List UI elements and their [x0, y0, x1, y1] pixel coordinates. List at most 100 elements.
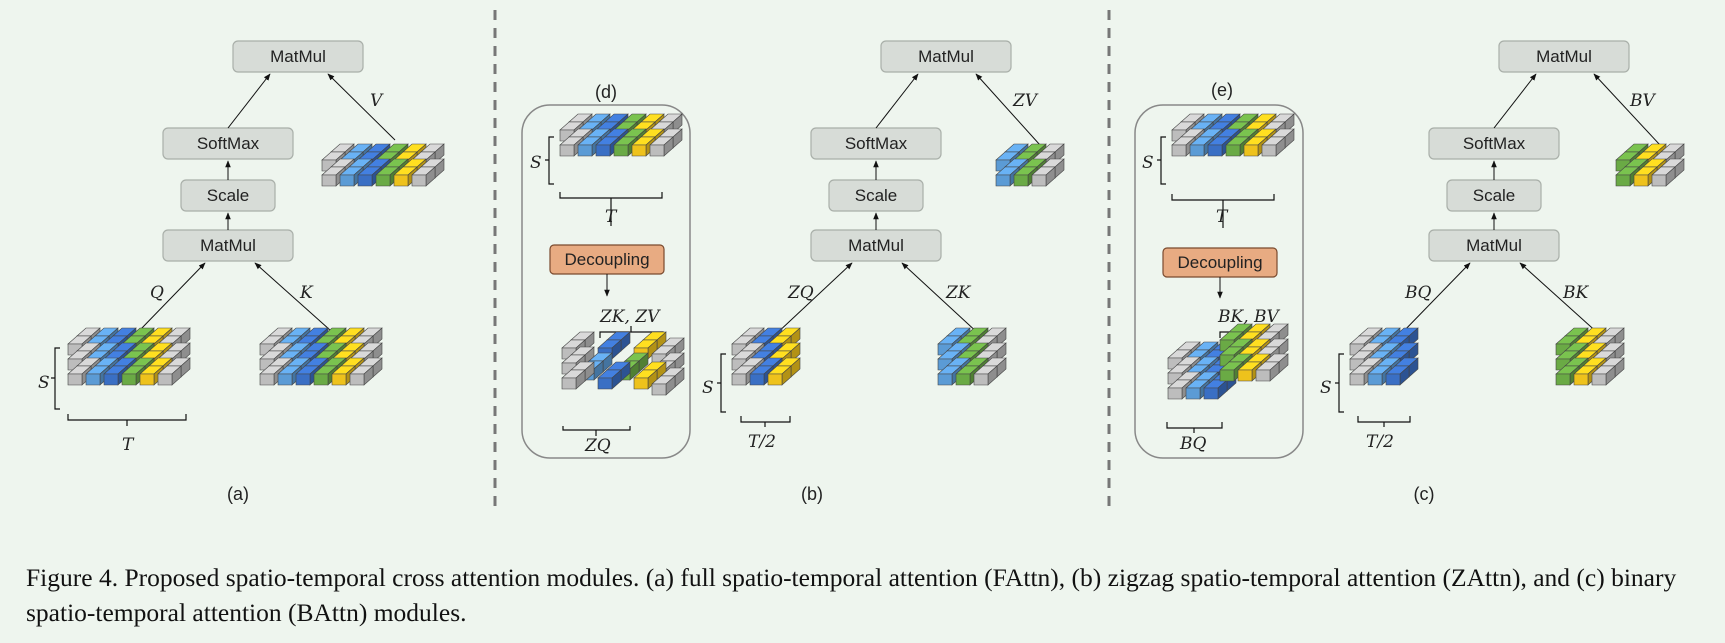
e-binary-kv-tensor [1219, 323, 1289, 382]
b-s-label: S [702, 378, 714, 398]
token-cube [1261, 136, 1286, 157]
e-kv-label: BK, BV [1217, 307, 1280, 327]
token-cube [1367, 365, 1392, 386]
cube-front [349, 373, 365, 386]
b-matmul-bottom-label: MatMul [848, 236, 904, 255]
cube-front [559, 144, 575, 157]
b-matmul-top-box: MatMul [880, 40, 1012, 73]
c-softmax-box: SoftMax [1428, 127, 1560, 160]
token-cube [651, 375, 676, 396]
b-arrow-softmax-to-matmul [875, 73, 919, 129]
c-t-label: T/2 [1366, 432, 1394, 452]
cube-front [561, 377, 577, 390]
panel-e: (e) S T Decoupling BK, BV BQ [1142, 80, 1295, 454]
cube-front [1367, 373, 1383, 386]
cube-front [1385, 373, 1401, 386]
scale-label: Scale [207, 186, 250, 205]
b-v-tensor [995, 143, 1065, 187]
cube-front [577, 144, 593, 157]
e-decoupling-box: Decoupling [1162, 247, 1278, 278]
b-scale-box: Scale [828, 179, 924, 212]
e-decoupling-label: Decoupling [1177, 253, 1262, 272]
cube-front [631, 144, 647, 157]
c-q-tensor [1349, 327, 1419, 386]
cube-front [1225, 144, 1241, 157]
b-arrow-v-to-matmul [975, 73, 1041, 146]
softmax-label: SoftMax [197, 134, 260, 153]
c-scale-box: Scale [1446, 179, 1542, 212]
b-t-bracket [740, 416, 791, 427]
c-k-label: BK [1562, 283, 1589, 303]
cube-front [1185, 387, 1201, 400]
b-v-label: ZV [1012, 91, 1039, 111]
d-q-bracket [562, 426, 631, 436]
token-cube [633, 369, 658, 390]
k-label: K [299, 283, 314, 303]
panel-b: MatMul SoftMax Scale MatMul ZV ZQ ZK S T… [702, 40, 1065, 504]
cube-front [85, 373, 101, 386]
matmul-bottom-label: MatMul [200, 236, 256, 255]
matmul-bottom-box: MatMul [162, 229, 294, 262]
d-zigzag-tensor [561, 331, 685, 396]
cube-front [995, 174, 1011, 187]
c-matmul-bottom-box: MatMul [1428, 229, 1560, 262]
cube-front [313, 373, 329, 386]
cube-front [1031, 174, 1047, 187]
cube-front [1203, 387, 1219, 400]
e-t-bracket [1171, 194, 1275, 228]
panel-c-label: (c) [1414, 484, 1435, 504]
token-cube [321, 166, 346, 187]
b-softmax-label: SoftMax [845, 134, 908, 153]
panel-a: MatMul SoftMax Scale MatMul V Q K S T (a… [38, 40, 445, 504]
cube-front [597, 377, 613, 390]
b-arrow-q-to-matmul [774, 262, 853, 336]
cube-front [411, 174, 427, 187]
token-cube [1203, 379, 1228, 400]
c-arrow-v-to-matmul [1593, 73, 1661, 146]
b-matmul-top-label: MatMul [918, 47, 974, 66]
cube-front [1633, 174, 1649, 187]
cube-front [295, 373, 311, 386]
e-q-bracket [1166, 422, 1223, 433]
arrow-softmax-to-matmul [227, 73, 271, 129]
c-s-label: S [1320, 378, 1332, 398]
cube-front [1255, 369, 1271, 382]
b-q-label: ZQ [787, 283, 814, 303]
token-cube [1255, 361, 1280, 382]
cube-front [1573, 373, 1589, 386]
cube-front [1349, 373, 1365, 386]
d-q-label: ZQ [584, 436, 611, 456]
c-softmax-label: SoftMax [1463, 134, 1526, 153]
d-t-label: T [605, 207, 618, 227]
cube-front [955, 373, 971, 386]
panel-b-label: (b) [801, 484, 823, 504]
cube-front [67, 373, 83, 386]
token-cube [85, 365, 110, 386]
cube-front [937, 373, 953, 386]
panel-e-frame [1134, 104, 1304, 459]
e-t-label: T [1216, 207, 1229, 227]
b-softmax-box: SoftMax [810, 127, 942, 160]
panel-c: MatMul SoftMax Scale MatMul BV BQ BK S T… [1320, 40, 1685, 504]
b-arrow-k-to-matmul [901, 262, 981, 336]
c-matmul-top-label: MatMul [1536, 47, 1592, 66]
cube-front [1651, 174, 1667, 187]
token-cube [1031, 166, 1056, 187]
c-v-tensor [1615, 143, 1685, 187]
diagram-canvas: MatMul SoftMax Scale MatMul V Q K S T (a… [38, 10, 1685, 510]
token-cube [731, 365, 756, 386]
cube-front [321, 174, 337, 187]
arrow-k-to-matmul [254, 262, 331, 331]
token-cube [259, 365, 284, 386]
arrow-q-to-matmul [139, 262, 206, 331]
cube-front [331, 373, 347, 386]
cube-front [1555, 373, 1571, 386]
token-cube [411, 166, 436, 187]
b-s-bracket [717, 353, 726, 413]
cube-front [1167, 387, 1183, 400]
cube-front [1207, 144, 1223, 157]
cube-front [1013, 174, 1029, 187]
cube-front [649, 144, 665, 157]
cube-front [633, 377, 649, 390]
cube-front [375, 174, 391, 187]
